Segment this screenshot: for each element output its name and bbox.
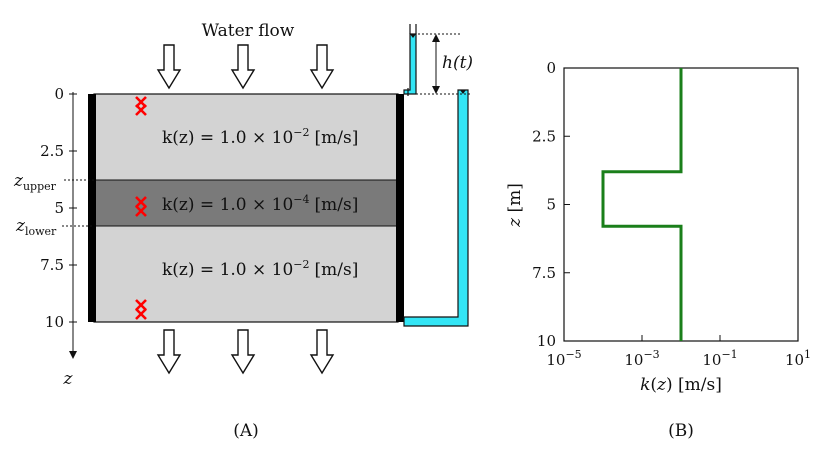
- y-ticks: 0 2.5 5 7.5 10: [532, 59, 570, 350]
- y-tick-label-1: 2.5: [532, 127, 556, 145]
- layer-label-middle: k(z) = 1.0 × 10−4[m/s]: [162, 193, 358, 215]
- layer-label-bottom: k(z) = 1.0 × 10−2[m/s]: [162, 258, 358, 280]
- x-tick-label-0: 10−5: [546, 348, 581, 369]
- outflow-arrows: [156, 329, 335, 375]
- right-wall: [396, 94, 404, 322]
- sensor-marker-top-2: [135, 104, 147, 116]
- z-lower-label: zlower: [15, 216, 57, 238]
- depth-axis-label: z: [63, 369, 74, 389]
- sensor-marker-bot-2: [135, 308, 147, 320]
- y-tick-label-4: 10: [537, 332, 556, 350]
- inflow-arrows: [156, 44, 335, 90]
- sensor-marker-mid-1: [135, 196, 147, 208]
- inflow-arrow-1: [156, 44, 182, 90]
- conductivity-profile-line: [601, 68, 683, 341]
- inflow-arrow-3: [309, 44, 335, 90]
- z-upper-label: zupper: [13, 171, 57, 193]
- inflow-arrow-2: [230, 44, 256, 90]
- depth-tick-label-2.5: 2.5: [40, 142, 64, 160]
- inflow-tube: [403, 24, 417, 96]
- sensor-marker-mid-2: [135, 205, 147, 217]
- x-tick-label-2: 10−1: [702, 348, 737, 369]
- panel-a: Water flow k(z) = 1.0 × 10−2[m/s] k(z) =…: [13, 21, 473, 441]
- panel-b: 10−5 10−3 10−1 101 0 2.5 5 7.5 10 k(z) [m/s] z …: [505, 59, 811, 441]
- x-tick-label-3: 101: [785, 348, 811, 369]
- depth-tick-label-5: 5: [54, 199, 64, 217]
- soil-layer-bottom: [94, 226, 398, 322]
- left-wall: [88, 94, 96, 322]
- y-tick-label-0: 0: [546, 59, 556, 77]
- outflow-arrow-1: [156, 329, 182, 375]
- caption-a: (A): [233, 421, 259, 441]
- outflow-arrow-3: [309, 329, 335, 375]
- depth-tick-label-7.5: 7.5: [40, 256, 64, 274]
- depth-tick-label-10: 10: [45, 313, 64, 331]
- head-label: h(t): [442, 53, 473, 73]
- caption-b: (B): [668, 421, 694, 441]
- head-arrow-bottom: [432, 86, 440, 94]
- y-tick-label-2: 5: [546, 196, 556, 214]
- x-axis-label: k(z) [m/s]: [640, 375, 722, 395]
- y-axis-label: z [m]: [505, 183, 525, 228]
- depth-tick-label-0: 0: [54, 85, 64, 103]
- soil-layer-top: [94, 94, 398, 180]
- sensor-marker-bot-1: [135, 299, 147, 311]
- outflow-arrow-2: [230, 329, 256, 375]
- outflow-tube: [403, 89, 469, 327]
- sensor-markers: [135, 96, 147, 320]
- x-tick-label-1: 10−3: [624, 348, 659, 369]
- y-tick-label-3: 7.5: [532, 264, 556, 282]
- x-ticks: 10−5 10−3 10−1 101: [546, 335, 811, 369]
- soil-layer-middle: [94, 180, 398, 226]
- head-arrow-top: [432, 34, 440, 42]
- water-flow-label: Water flow: [202, 21, 295, 41]
- layer-label-top: k(z) = 1.0 × 10−2[m/s]: [162, 126, 358, 148]
